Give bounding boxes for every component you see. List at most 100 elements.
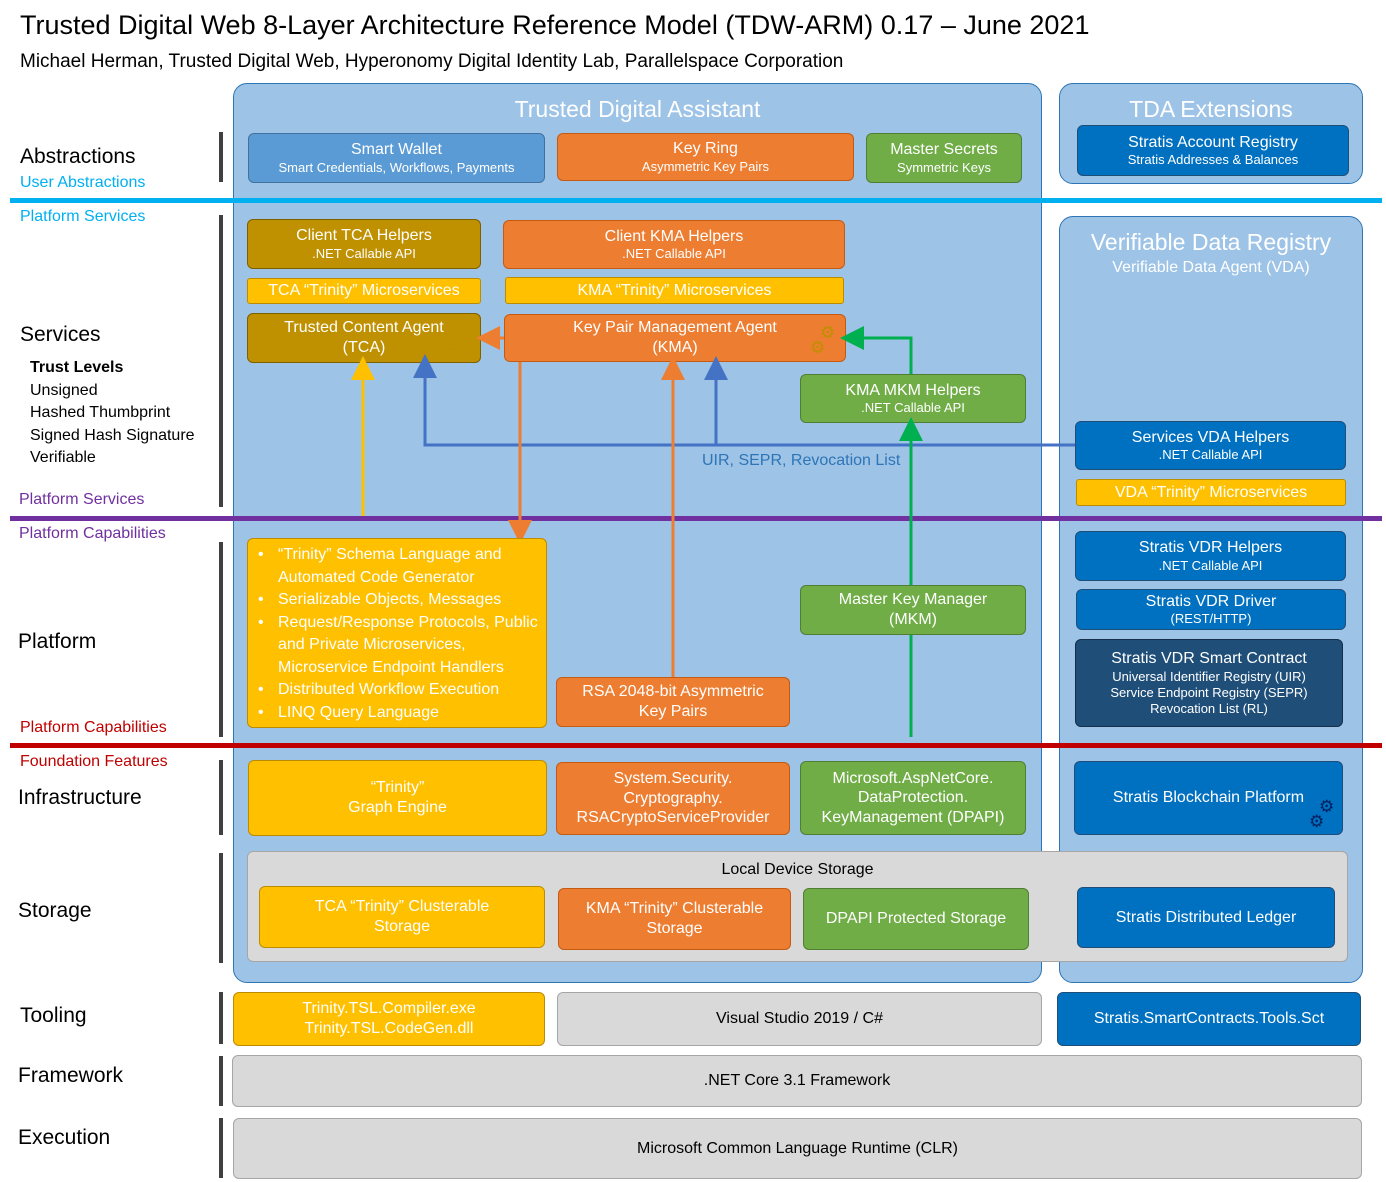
trinity-features-list: “Trinity” Schema Language and Automated … bbox=[248, 544, 538, 724]
graph-engine-title: “Trinity” bbox=[370, 779, 425, 797]
mkm-title: Master Key Manager bbox=[838, 591, 988, 609]
tca-trinity-microservices-label: TCA “Trinity” Microservices bbox=[268, 282, 460, 300]
list-item: Request/Response Protocols, Public and P… bbox=[248, 612, 538, 680]
crypto-line: System.Security. bbox=[613, 770, 733, 788]
label-platform-services-bottom: Platform Services bbox=[19, 491, 145, 508]
kma-title: Key Pair Management Agent bbox=[573, 319, 777, 337]
trust-level-item: Hashed Thumbprint bbox=[30, 404, 171, 421]
layer-storage: Storage bbox=[18, 899, 92, 922]
smart-wallet-box: Smart Wallet Smart Credentials, Workflow… bbox=[248, 133, 545, 183]
vdr-helpers-sub: .NET Callable API bbox=[1158, 557, 1263, 573]
layer-platform: Platform bbox=[18, 630, 97, 653]
layer-infrastructure: Infrastructure bbox=[18, 786, 142, 809]
tda-panel: Trusted Digital Assistant bbox=[233, 83, 1042, 983]
clr-box: Microsoft Common Language Runtime (CLR) bbox=[233, 1118, 1362, 1179]
net-core-framework-box: .NET Core 3.1 Framework bbox=[232, 1055, 1362, 1107]
tca-title: Trusted Content Agent bbox=[284, 319, 444, 337]
kma-storage-sub: Storage bbox=[646, 920, 703, 937]
client-tca-helpers-title: Client TCA Helpers bbox=[296, 227, 432, 245]
smart-contract-line: Service Endpoint Registry (SEPR) bbox=[1110, 684, 1308, 700]
list-item: “Trinity” Schema Language and Automated … bbox=[248, 544, 528, 589]
trust-level-item: Unsigned bbox=[30, 382, 98, 399]
layer-execution: Execution bbox=[18, 1126, 111, 1149]
layer-services: Services bbox=[20, 323, 101, 346]
master-secrets-title: Master Secrets bbox=[890, 141, 998, 159]
stratis-smartcontracts-tools-box: Stratis.SmartContracts.Tools.Sct bbox=[1057, 992, 1361, 1046]
local-storage-title: Local Device Storage bbox=[721, 861, 874, 878]
stratis-vdr-smart-contract-box: Stratis VDR Smart Contract Universal Ide… bbox=[1075, 639, 1343, 727]
client-tca-helpers-box: Client TCA Helpers .NET Callable API bbox=[247, 219, 481, 269]
vdr-driver-sub: (REST/HTTP) bbox=[1170, 611, 1252, 627]
tca-clusterable-storage-box: TCA “Trinity” Clusterable Storage bbox=[259, 886, 545, 948]
trinity-features-box: “Trinity” Schema Language and Automated … bbox=[247, 538, 547, 728]
client-kma-helpers-box: Client KMA Helpers .NET Callable API bbox=[503, 220, 845, 269]
vdr-driver-title: Stratis VDR Driver bbox=[1145, 592, 1277, 610]
services-vda-helpers-title: Services VDA Helpers bbox=[1131, 428, 1290, 446]
list-item: LINQ Query Language bbox=[248, 702, 538, 725]
visual-studio-label: Visual Studio 2019 / C# bbox=[716, 1010, 883, 1028]
gear-icon: ⚙ bbox=[445, 336, 461, 355]
tsl-tool-line: Trinity.TSL.Compiler.exe bbox=[302, 1000, 476, 1018]
key-ring-title: Key Ring bbox=[673, 140, 738, 158]
master-secrets-sub: Symmetric Keys bbox=[897, 159, 991, 175]
gear-icon: ⚙ bbox=[820, 323, 836, 342]
tooling-bar bbox=[219, 992, 223, 1044]
rsa-key-pairs-box: RSA 2048-bit Asymmetric Key Pairs bbox=[556, 677, 790, 727]
trust-level-item: Signed Hash Signature bbox=[30, 427, 195, 444]
kma-mkm-helpers-sub: .NET Callable API bbox=[861, 400, 965, 416]
kma-mkm-helpers-box: KMA MKM Helpers .NET Callable API bbox=[800, 374, 1026, 423]
kma-storage-title: KMA “Trinity” Clusterable bbox=[585, 900, 764, 918]
gear-icon: ⚙ bbox=[1309, 812, 1325, 831]
diagram-subtitle: Michael Herman, Trusted Digital Web, Hyp… bbox=[20, 51, 844, 72]
vda-trinity-microservices-box: VDA “Trinity” Microservices bbox=[1076, 479, 1346, 506]
ledger-label: Stratis Distributed Ledger bbox=[1115, 908, 1297, 926]
kma-sub: (KMA) bbox=[652, 339, 698, 356]
vda-trinity-microservices-label: VDA “Trinity” Microservices bbox=[1114, 483, 1308, 501]
tda-panel-title: Trusted Digital Assistant bbox=[514, 96, 761, 122]
dpapi-protected-storage-box: DPAPI Protected Storage bbox=[803, 888, 1029, 950]
smart-wallet-sub: Smart Credentials, Workflows, Payments bbox=[278, 159, 515, 175]
label-platform-services-top: Platform Services bbox=[20, 208, 146, 225]
platform-bar bbox=[219, 542, 223, 737]
diagram-title: Trusted Digital Web 8-Layer Architecture… bbox=[20, 10, 1090, 40]
dpapi-box: Microsoft.AspNetCore. DataProtection. Ke… bbox=[800, 761, 1026, 835]
stratis-vdr-helpers-box: Stratis VDR Helpers .NET Callable API bbox=[1075, 531, 1346, 581]
abstractions-bar bbox=[219, 132, 223, 182]
kma-box: Key Pair Management Agent (KMA) bbox=[504, 314, 846, 362]
crypto-line: Cryptography. bbox=[623, 789, 723, 807]
tca-storage-title: TCA “Trinity” Clusterable bbox=[314, 898, 490, 916]
trust-levels-heading: Trust Levels bbox=[30, 359, 124, 376]
client-kma-helpers-title: Client KMA Helpers bbox=[604, 227, 744, 245]
list-item: Serializable Objects, Messages bbox=[248, 589, 538, 612]
mkm-sub: (MKM) bbox=[889, 611, 937, 628]
framework-bar bbox=[219, 1056, 223, 1106]
uir-sepr-label: UIR, SEPR, Revocation List bbox=[702, 452, 901, 469]
dpapi-line: Microsoft.AspNetCore. bbox=[832, 769, 994, 787]
key-ring-box: Key Ring Asymmetric Key Pairs bbox=[557, 133, 854, 181]
tda-extensions-title: TDA Extensions bbox=[1129, 96, 1293, 122]
trust-level-item: Verifiable bbox=[30, 449, 96, 466]
kma-mkm-helpers-title: KMA MKM Helpers bbox=[845, 381, 981, 399]
tsl-tool-line: Trinity.TSL.CodeGen.dll bbox=[304, 1020, 474, 1037]
rsa-sub: Key Pairs bbox=[638, 703, 708, 720]
trinity-tsl-tools-box: Trinity.TSL.Compiler.exe Trinity.TSL.Cod… bbox=[233, 992, 545, 1046]
kma-trinity-microservices-label: KMA “Trinity” Microservices bbox=[577, 281, 772, 299]
vdr-panel-subtitle: Verifiable Data Agent (VDA) bbox=[1112, 259, 1310, 276]
client-kma-helpers-sub: .NET Callable API bbox=[622, 246, 726, 262]
execution-label: Microsoft Common Language Runtime (CLR) bbox=[636, 1139, 958, 1157]
services-vda-helpers-box: Services VDA Helpers .NET Callable API bbox=[1075, 421, 1346, 470]
storage-bar bbox=[219, 853, 223, 963]
label-user-abstractions: User Abstractions bbox=[20, 174, 146, 191]
rsa-title: RSA 2048-bit Asymmetric bbox=[582, 683, 764, 701]
stratis-account-registry-box: Stratis Account Registry Stratis Address… bbox=[1077, 125, 1349, 176]
vdr-panel-title: Verifiable Data Registry bbox=[1090, 229, 1332, 255]
dpapi-line: DataProtection. bbox=[857, 789, 969, 807]
gear-icon: ⚙ bbox=[455, 321, 471, 340]
kma-trinity-microservices-box: KMA “Trinity” Microservices bbox=[505, 277, 844, 304]
stratis-distributed-ledger-box: Stratis Distributed Ledger bbox=[1077, 887, 1335, 948]
account-registry-sub: Stratis Addresses & Balances bbox=[1127, 152, 1299, 168]
tca-trinity-microservices-box: TCA “Trinity” Microservices bbox=[247, 278, 481, 304]
framework-label: .NET Core 3.1 Framework bbox=[703, 1072, 891, 1090]
visual-studio-box: Visual Studio 2019 / C# bbox=[557, 992, 1042, 1046]
dpapi-line: KeyManagement (DPAPI) bbox=[821, 808, 1005, 826]
